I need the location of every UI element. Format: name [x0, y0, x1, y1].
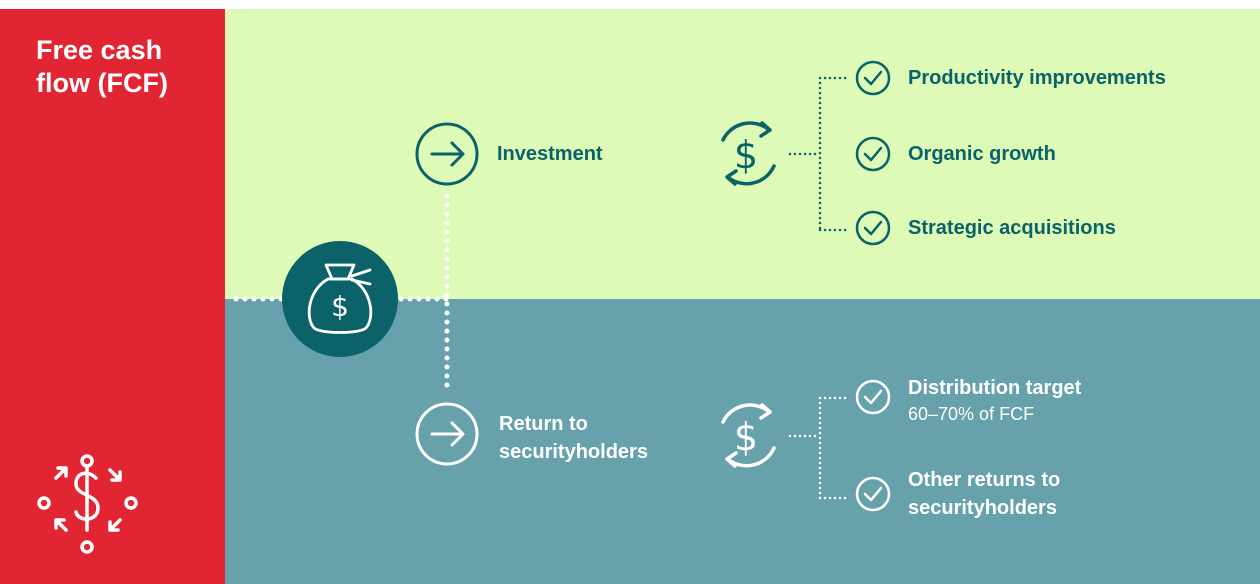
return-arrow-icon — [415, 402, 479, 466]
returns-panel — [225, 299, 1260, 584]
svg-text:$: $ — [331, 290, 349, 323]
check-icon — [855, 379, 891, 415]
dotted-connectors — [233, 76, 852, 500]
distribution-target-detail: 60–70% of FCF — [908, 404, 1035, 424]
sidebar-panel — [0, 9, 225, 584]
distribution-target-title: Distribution target — [908, 377, 1082, 399]
returns-label-line1: Return to — [499, 413, 588, 435]
other-returns-line1: Other returns to — [908, 469, 1061, 491]
returns-label-line2: securityholders — [499, 441, 648, 463]
svg-text:$: $ — [734, 133, 758, 177]
investment-item-productivity: Productivity improvements — [908, 67, 1166, 89]
check-icon — [855, 476, 891, 512]
investment-panel — [225, 9, 1260, 299]
returns-item-distribution: Distribution target 60–70% of FCF — [908, 375, 1081, 427]
money-bag-icon: $ — [282, 241, 398, 357]
check-icon — [855, 136, 891, 172]
returns-label: Return to securityholders — [499, 410, 648, 466]
svg-text:$: $ — [734, 415, 758, 459]
investment-label: Investment — [497, 143, 603, 165]
investment-item-acquisitions: Strategic acquisitions — [908, 217, 1116, 239]
check-icon — [855, 210, 891, 246]
other-returns-line2: securityholders — [908, 497, 1057, 519]
cash-flow-arrows-icon — [37, 454, 138, 554]
check-icon — [855, 60, 891, 96]
investment-arrow-icon — [415, 122, 479, 186]
investment-item-organic-growth: Organic growth — [908, 143, 1056, 165]
sidebar-title: Free cash flow (FCF) — [36, 35, 168, 98]
investment-cycle-dollar-icon: $ — [721, 121, 776, 186]
return-cycle-dollar-icon: $ — [721, 403, 776, 468]
returns-item-other: Other returns to securityholders — [908, 466, 1060, 522]
